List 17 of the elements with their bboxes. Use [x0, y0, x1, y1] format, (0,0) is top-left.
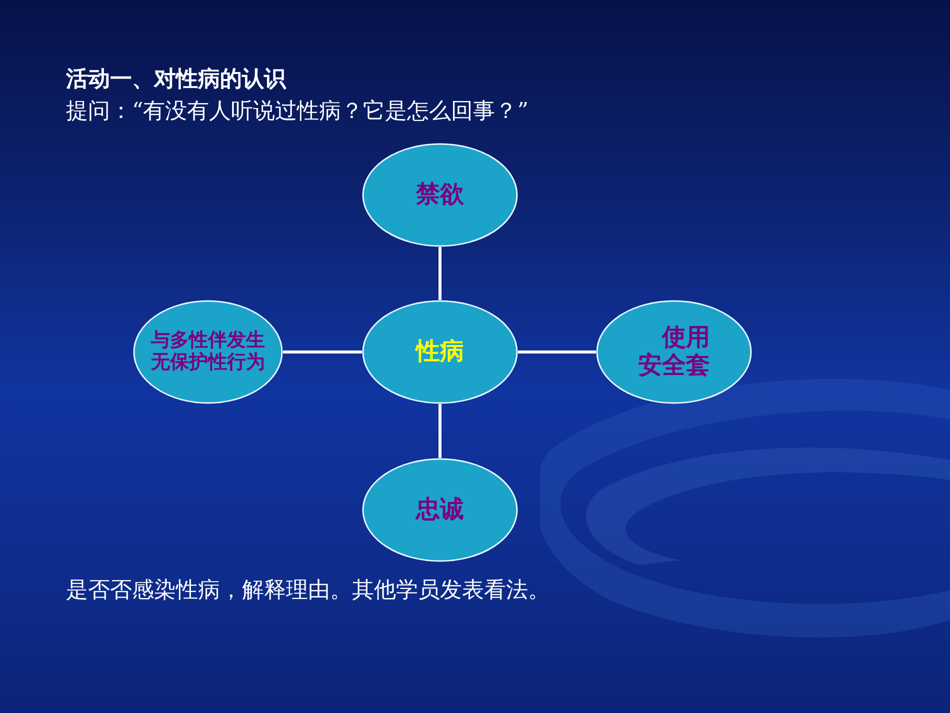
ellipse-node — [362, 300, 518, 404]
connector-line — [283, 350, 362, 354]
node-label: 忠诚 — [414, 496, 465, 524]
slide-title: 活动一、对性病的认识 — [66, 66, 286, 94]
connector-line — [438, 247, 442, 300]
instruction-text: 是否否感染性病，解释理由。其他学员发表看法。 — [66, 577, 550, 605]
connector-line — [518, 350, 596, 354]
ellipse-node — [133, 300, 283, 404]
node-label: 与多性伴发生无保护性行为 — [150, 330, 266, 374]
question-text: 提问：“有没有人听说过性病？它是怎么回事？” — [66, 98, 528, 126]
node-label: 使用安全套 — [637, 324, 711, 380]
ellipse-node — [596, 300, 752, 404]
node-label: 性病 — [414, 338, 465, 366]
connector-line — [438, 404, 442, 458]
node-label: 禁欲 — [414, 181, 465, 209]
ellipse-node — [362, 458, 518, 562]
ellipse-node — [362, 143, 518, 247]
